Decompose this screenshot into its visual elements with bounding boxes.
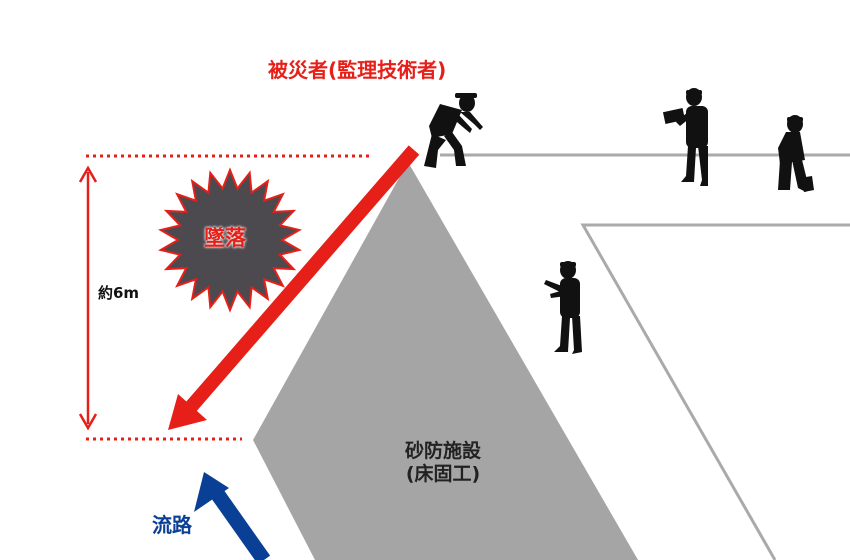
stream-arrow-head xyxy=(194,472,229,512)
stream-arrow-shaft xyxy=(209,487,271,560)
pointing-worker-silhouette xyxy=(544,261,582,354)
victim-label: 被災者(監理技術者) xyxy=(268,58,447,82)
starburst-icon xyxy=(158,167,302,313)
height-label: 約6m xyxy=(98,284,140,302)
fall-label: 墜落 xyxy=(204,226,246,250)
worker-with-clipboard-silhouette xyxy=(662,88,708,186)
facility-label-line2: (床固工) xyxy=(405,462,481,485)
fall-arrow-shaft xyxy=(184,145,420,413)
facility-label-line1: 砂防施設 xyxy=(404,440,481,462)
structure-outline xyxy=(580,223,850,560)
fall-arrow-head xyxy=(168,394,207,430)
stream-label: 流路 xyxy=(152,513,192,537)
sabo-facility-shape xyxy=(253,162,638,560)
height-arrow xyxy=(78,165,98,431)
worker-with-shovel-silhouette xyxy=(778,115,814,192)
facility-label: 砂防施設 (床固工) xyxy=(378,440,508,486)
crouching-worker-silhouette xyxy=(424,93,483,168)
